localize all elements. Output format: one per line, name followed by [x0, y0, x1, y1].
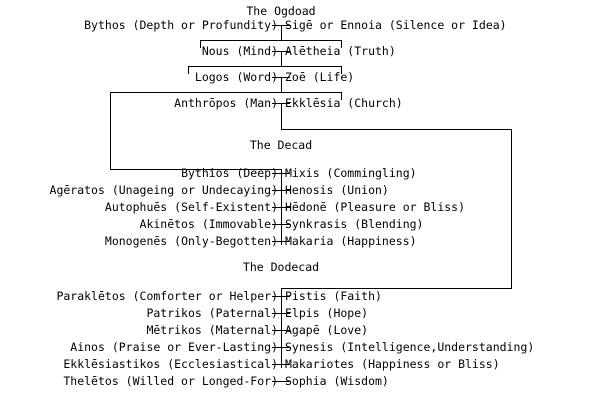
aeon-label-left: Nous (Mind) [201, 44, 278, 58]
aeon-label-right: Pistis (Faith) [285, 289, 382, 303]
pair-row: Ekklēsiastikos (Ecclesiastical) Makariot… [0, 356, 600, 373]
aeon-label-left: Bythos (Depth or Profundity) [84, 18, 278, 32]
dodecad-right-arm-top [281, 129, 512, 130]
pair-connector [272, 364, 290, 365]
pair-row: Patrikos (Paternal) Elpis (Hope) [0, 305, 600, 322]
aeon-label-left: Autophuēs (Self-Existent) [104, 200, 278, 214]
aeon-label-right: Agapē (Love) [285, 323, 369, 337]
aeon-label-left: Ainos (Praise or Ever-Lasting) [70, 340, 278, 354]
pair-row: Anthrōpos (Man) Ekklēsia (Church) [0, 95, 600, 112]
aeon-label-left: Ekklēsiastikos (Ecclesiastical) [63, 357, 278, 371]
aeon-label-right: Synkrasis (Blending) [285, 217, 424, 231]
aeon-label-left: Logos (Word) [194, 70, 278, 84]
aeon-label-left: Bythios (Deep) [181, 166, 278, 180]
aeon-label-right: Ekklēsia (Church) [285, 96, 403, 110]
pair-row: Thelētos (Willed or Longed-For) Sophia (… [0, 373, 600, 390]
pair-connector [272, 330, 290, 331]
descend-line [281, 25, 282, 40]
bracket-left-drop [200, 40, 201, 48]
section-heading-decad: The Decad [249, 138, 313, 152]
pair-row: Ainos (Praise or Ever-Lasting) Synesis (… [0, 339, 600, 356]
aeon-label-left: Anthrōpos (Man) [174, 96, 278, 110]
aeon-label-left: Thelētos (Willed or Longed-For) [63, 374, 278, 388]
pair-connector [272, 207, 290, 208]
dodecad-right-arm [511, 129, 512, 288]
aeon-label-left: Akinētos (Immovable) [139, 217, 278, 231]
aeon-label-left: Mētrikos (Maternal) [146, 323, 278, 337]
pair-row: Agēratos (Unageing or Undecaying) Henosi… [0, 182, 600, 199]
aeon-label-left: Agēratos (Unageing or Undecaying) [49, 183, 278, 197]
bracket-horizontal [110, 92, 342, 93]
pair-connector [272, 313, 290, 314]
pair-row: Bythios (Deep) Mixis (Commingling) [0, 165, 600, 182]
pair-row: Paraklētos (Comforter or Helper) Pistis … [0, 288, 600, 305]
decad-left-arm [110, 100, 111, 170]
bracket-right-drop [341, 40, 342, 48]
aeon-label-right: Zoē (Life) [285, 70, 355, 84]
pair-connector [272, 190, 290, 191]
aeon-label-right: Synesis (Intelligence,Understanding) [285, 340, 535, 354]
aeon-label-right: Hēdonē (Pleasure or Bliss) [285, 200, 466, 214]
descend-line [281, 77, 282, 92]
aeon-label-right: Makaria (Happiness) [285, 234, 417, 248]
pair-connector [272, 296, 290, 297]
aeon-label-right: Makariotes (Happiness or Bliss) [285, 357, 500, 371]
pair-row: Autophuēs (Self-Existent) Hēdonē (Pleasu… [0, 199, 600, 216]
aeon-label-left: Patrikos (Paternal) [146, 306, 278, 320]
dodecad-right-arm-foot [281, 288, 512, 289]
aeon-label-right: Sophia (Wisdom) [285, 374, 389, 388]
section-heading-dodecad: The Dodecad [242, 260, 320, 274]
aeon-label-left: Paraklētos (Comforter or Helper) [56, 289, 278, 303]
pair-connector [272, 241, 290, 242]
bracket-left-drop [188, 66, 189, 74]
pair-connector [272, 224, 290, 225]
decad-left-arm-foot [110, 169, 282, 170]
pair-row: Logos (Word) Zoē (Life) [0, 69, 600, 86]
bracket-horizontal [200, 40, 342, 41]
bracket-horizontal [188, 66, 342, 67]
aeon-label-left: Monogenēs (Only-Begotten) [104, 234, 278, 248]
pair-row: Bythos (Depth or Profundity) Sigē or Enn… [0, 17, 600, 34]
aeon-label-right: Elpis (Hope) [285, 306, 369, 320]
pair-row: Mētrikos (Maternal) Agapē (Love) [0, 322, 600, 339]
bracket-right-drop [341, 92, 342, 100]
pair-row: Monogenēs (Only-Begotten) Makaria (Happi… [0, 233, 600, 250]
aeon-label-right: Mixis (Commingling) [285, 166, 417, 180]
dodecad-right-arm-stub [281, 103, 282, 129]
section-heading-ogdoad: The Ogdoad [246, 4, 316, 18]
aeon-label-right: Alētheia (Truth) [285, 44, 396, 58]
pair-connector [272, 173, 290, 174]
bracket-left-drop [110, 92, 111, 100]
aeon-label-right: Sigē or Ennoia (Silence or Idea) [285, 18, 507, 32]
bracket-right-drop [341, 66, 342, 74]
aeon-label-right: Henosis (Union) [285, 183, 389, 197]
pair-connector [272, 347, 290, 348]
dodecad-spine [281, 288, 282, 368]
pair-row: Nous (Mind) Alētheia (Truth) [0, 43, 600, 60]
pair-connector [272, 381, 290, 382]
descend-line [281, 51, 282, 66]
pair-row: Akinētos (Immovable) Synkrasis (Blending… [0, 216, 600, 233]
